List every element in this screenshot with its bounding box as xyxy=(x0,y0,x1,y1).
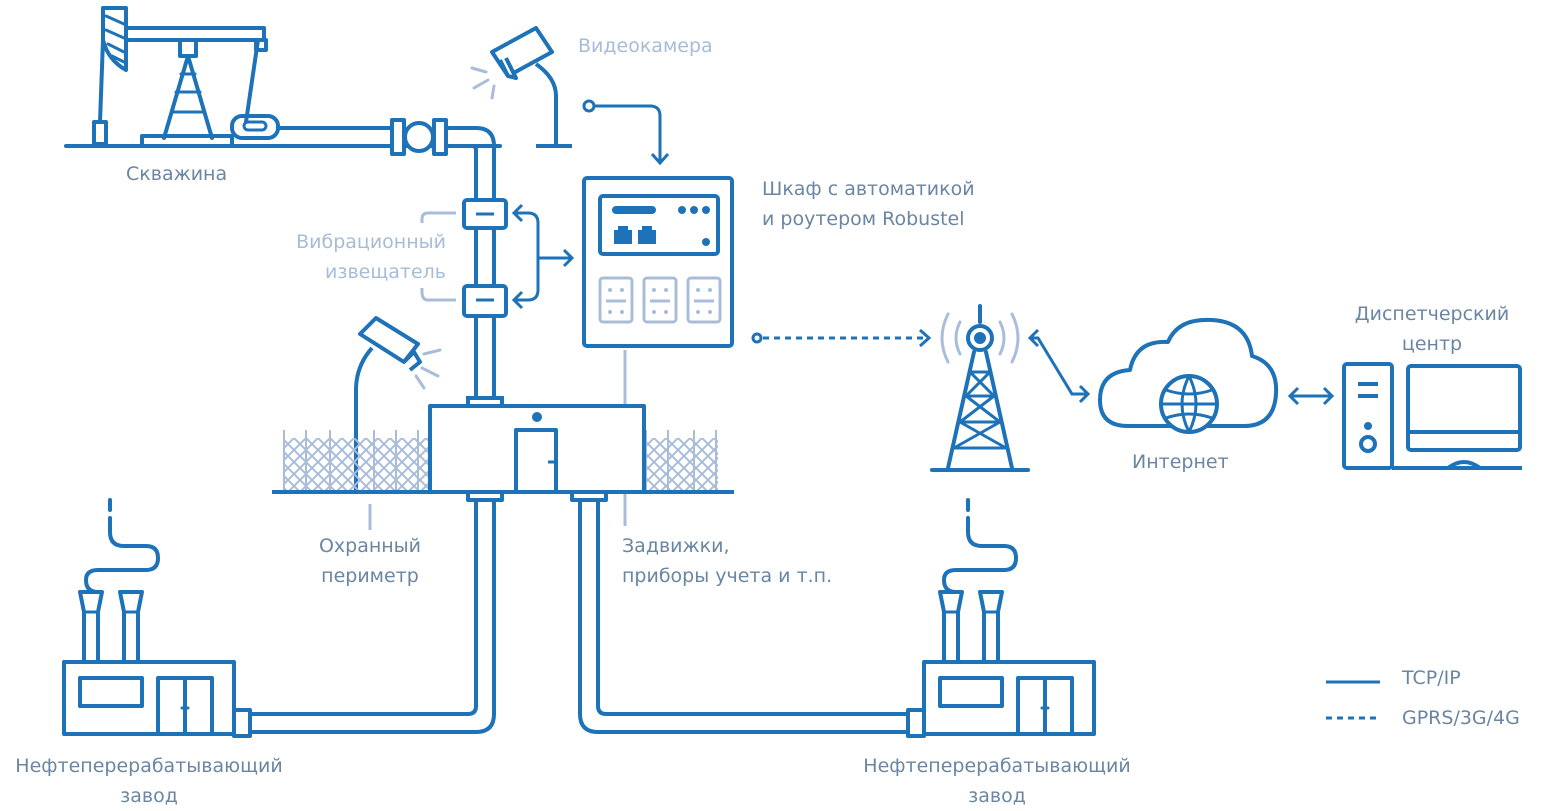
refinery-right-icon xyxy=(906,498,1096,738)
pipeline-to-left-refinery xyxy=(250,500,496,734)
internet-cloud-icon xyxy=(1098,317,1279,434)
label-dispatch-line1: Диспетчерский xyxy=(1354,303,1510,325)
label-internet: Интернет xyxy=(1132,451,1229,473)
label-vibration-line1: Вибрационный xyxy=(296,231,446,253)
legend-tcpip-label: TCP/IP xyxy=(1402,667,1461,689)
vibration-sensor-upper xyxy=(462,198,508,230)
label-perimeter-line2: периметр xyxy=(321,565,419,587)
pipe-valve-icon xyxy=(390,118,496,200)
internet-to-dispatch-arrow xyxy=(1287,386,1335,406)
station-building xyxy=(272,404,734,502)
label-valves: Задвижки, приборы учета и т.п. xyxy=(622,531,832,591)
label-vibration-line2: извещатель xyxy=(325,261,446,283)
tower-to-internet-arrow xyxy=(1027,328,1091,404)
label-cabinet: Шкаф с автоматикой и роутером Robustel xyxy=(762,174,975,234)
label-dispatch-center: Диспетчерский центр xyxy=(1332,299,1532,359)
perimeter-fence xyxy=(283,430,718,530)
label-perimeter: Охранный периметр xyxy=(290,531,450,591)
cell-tower-icon xyxy=(930,304,1030,472)
label-dispatch-line2: центр xyxy=(1401,333,1463,355)
automation-cabinet xyxy=(582,176,734,348)
label-video-camera: Видеокамера xyxy=(578,35,713,57)
gprs-link xyxy=(751,328,932,348)
vibration-label-bracket xyxy=(420,211,456,302)
label-refinery-right: Нефтеперерабатывающий завод xyxy=(846,751,1148,811)
dispatch-computer-icon xyxy=(1342,362,1522,470)
label-perimeter-line1: Охранный xyxy=(318,535,422,557)
label-valves-line1: Задвижки, xyxy=(622,535,730,557)
sensor-to-cabinet-arrows xyxy=(511,203,575,310)
label-cabinet-line2: и роутером Robustel xyxy=(762,208,965,230)
label-well: Скважина xyxy=(126,163,228,185)
label-refinery-left-line2: завод xyxy=(120,785,178,807)
legend-gprs-label: GPRS/3G/4G xyxy=(1402,707,1520,729)
label-valves-line2: приборы учета и т.п. xyxy=(622,565,833,587)
pipeline-to-right-refinery xyxy=(578,500,920,734)
label-refinery-right-line2: завод xyxy=(968,785,1026,807)
label-refinery-right-line1: Нефтеперерабатывающий xyxy=(863,755,1131,777)
vibration-sensor-lower xyxy=(462,284,508,318)
camera-to-cabinet-arrow xyxy=(582,99,670,166)
label-cabinet-line1: Шкаф с автоматикой xyxy=(762,178,975,200)
label-refinery-left: Нефтеперерабатывающий завод xyxy=(0,751,298,811)
label-vibration-sensor: Вибрационный извещатель xyxy=(262,227,446,287)
label-refinery-left-line1: Нефтеперерабатывающий xyxy=(15,755,283,777)
video-camera-icon-top xyxy=(470,26,572,148)
vertical-pipe xyxy=(466,228,504,408)
terminal-modules xyxy=(598,276,722,324)
refinery-left-icon xyxy=(62,498,252,738)
video-camera-icon-lower xyxy=(354,316,442,492)
legend-lines xyxy=(1326,680,1380,720)
router-icon xyxy=(598,194,720,256)
